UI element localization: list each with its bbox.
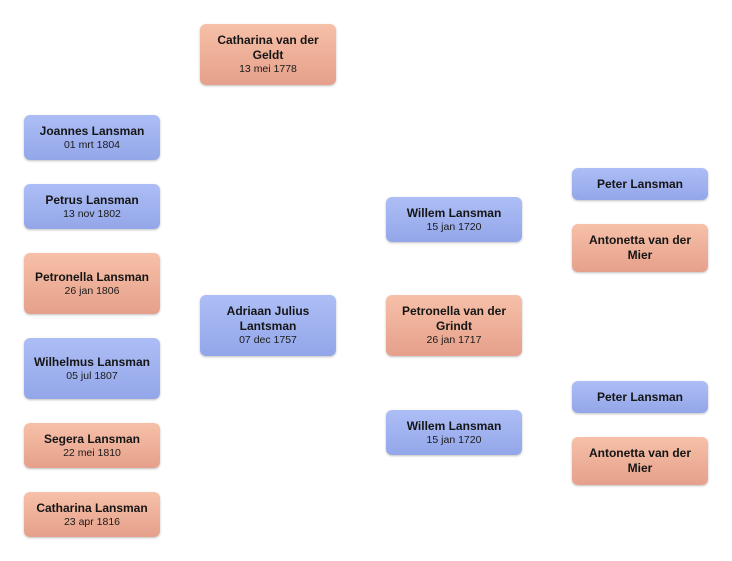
person-card-wilhelmus-lansman[interactable]: Wilhelmus Lansman 05 jul 1807 <box>24 338 160 399</box>
person-card-petronella-van-der-grindt[interactable]: Petronella van der Grindt 26 jan 1717 <box>386 295 522 356</box>
person-name: Antonetta van der Mier <box>588 233 691 262</box>
person-card-petrus-lansman[interactable]: Petrus Lansman 13 nov 1802 <box>24 184 160 229</box>
person-card-antonetta-van-der-mier-2[interactable]: Antonetta van der Mier <box>572 437 708 485</box>
person-birth-date: 01 mrt 1804 <box>63 138 121 151</box>
person-name: Petronella Lansman <box>34 269 150 284</box>
person-birth-date: 15 jan 1720 <box>426 433 482 446</box>
person-card-peter-lansman-2[interactable]: Peter Lansman <box>572 381 708 413</box>
person-card-willem-lansman-2[interactable]: Willem Lansman 15 jan 1720 <box>386 410 522 455</box>
person-card-catharina-van-der-geldt[interactable]: Catharina van der Geldt 13 mei 1778 <box>200 24 336 85</box>
person-birth-date: 15 jan 1720 <box>426 220 482 233</box>
person-card-segera-lansman[interactable]: Segera Lansman 22 mei 1810 <box>24 423 160 468</box>
person-birth-date: 26 jan 1806 <box>64 284 120 297</box>
person-name: Willem Lansman <box>406 418 502 433</box>
person-card-petronella-lansman[interactable]: Petronella Lansman 26 jan 1806 <box>24 253 160 314</box>
person-name: Peter Lansman <box>596 176 684 191</box>
person-birth-date: 13 mei 1778 <box>239 63 297 75</box>
person-birth-date: 23 apr 1816 <box>63 515 121 528</box>
person-birth-date: 26 jan 1717 <box>426 334 482 346</box>
person-birth-date: 22 mei 1810 <box>63 446 121 459</box>
person-card-adriaan-julius-lantsman[interactable]: Adriaan Julius Lantsman 07 dec 1757 <box>200 295 336 356</box>
person-card-joannes-lansman[interactable]: Joannes Lansman 01 mrt 1804 <box>24 115 160 160</box>
person-name: Petronella van der Grindt <box>401 304 507 333</box>
person-name: Joannes Lansman <box>39 123 145 138</box>
person-name: Adriaan Julius Lantsman <box>226 304 310 333</box>
person-name: Wilhelmus Lansman <box>34 354 150 369</box>
person-card-antonetta-van-der-mier-1[interactable]: Antonetta van der Mier <box>572 224 708 272</box>
person-card-catharina-lansman[interactable]: Catharina Lansman 23 apr 1816 <box>24 492 160 537</box>
person-card-peter-lansman-1[interactable]: Peter Lansman <box>572 168 708 200</box>
person-name: Segera Lansman <box>43 431 141 446</box>
person-birth-date: 07 dec 1757 <box>239 334 297 346</box>
person-name: Peter Lansman <box>596 389 684 404</box>
person-name: Petrus Lansman <box>45 192 139 207</box>
person-name: Willem Lansman <box>406 205 502 220</box>
person-name: Catharina Lansman <box>36 500 148 515</box>
person-card-willem-lansman-1[interactable]: Willem Lansman 15 jan 1720 <box>386 197 522 242</box>
person-birth-date: 05 jul 1807 <box>66 369 118 382</box>
person-birth-date: 13 nov 1802 <box>63 207 121 220</box>
person-name: Antonetta van der Mier <box>588 446 691 475</box>
person-name: Catharina van der Geldt <box>217 33 319 62</box>
